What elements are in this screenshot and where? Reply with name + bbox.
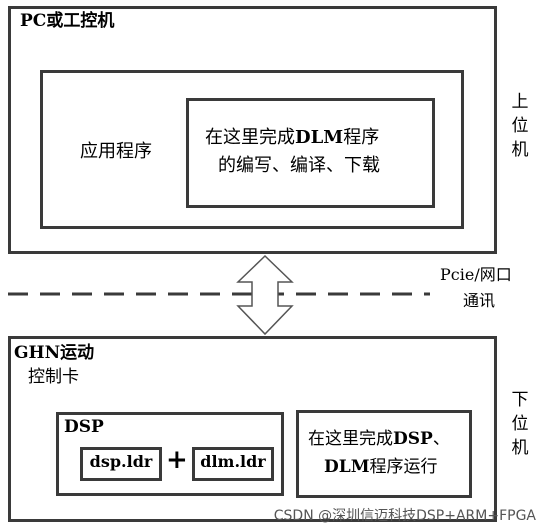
- run-line1-suffix: 、: [432, 429, 450, 449]
- upper-side-char-1: 上: [511, 92, 529, 112]
- lower-side-char-1: 下: [511, 390, 529, 410]
- upper-side-label: 上 位 机: [509, 90, 531, 162]
- dlm-dev-line1: 在这里完成DLM程序: [205, 127, 380, 149]
- lower-side-char-3: 机: [511, 438, 529, 458]
- link-label-line2: 通讯: [463, 291, 496, 310]
- upper-side-char-3: 机: [511, 140, 529, 160]
- dlm-dev-line2: 的编写、编译、下载: [218, 155, 380, 176]
- application-label: 应用程序: [80, 141, 152, 162]
- upper-side-char-2: 位: [511, 116, 529, 136]
- dlm-dev-line1-bold: DLM: [295, 127, 344, 148]
- plus-sign: +: [166, 445, 188, 475]
- run-box: [296, 410, 472, 498]
- run-line1: 在这里完成DSP、: [308, 429, 450, 450]
- run-line2-suffix: 程序运行: [369, 457, 438, 477]
- dlm-ldr-label: dlm.ldr: [200, 452, 266, 471]
- dlm-ldr-box: [192, 447, 274, 481]
- lower-side-char-2: 位: [511, 414, 529, 434]
- run-line1-prefix: 在这里完成: [308, 429, 393, 449]
- lower-machine-title-line1: GHN运动: [14, 343, 95, 363]
- run-line2: DLM程序运行: [324, 457, 438, 478]
- watermark: CSDN @深圳信迈科技DSP+ARM+FPGA: [273, 507, 536, 524]
- run-line2-bold: DLM: [324, 457, 370, 477]
- dsp-ldr-box: [80, 447, 162, 481]
- lower-machine-title-line2: 控制卡: [28, 367, 79, 387]
- link-label-line1: Pcie/网口: [440, 265, 512, 284]
- dlm-dev-line1-suffix: 程序: [343, 127, 380, 148]
- run-line1-bold: DSP: [393, 429, 433, 449]
- dlm-dev-box: [186, 98, 435, 208]
- bidirectional-arrow-icon: [236, 254, 294, 336]
- lower-side-label: 下 位 机: [509, 388, 531, 460]
- upper-machine-title: PC或工控机: [20, 11, 115, 31]
- dsp-label: DSP: [64, 417, 104, 437]
- dlm-dev-line1-prefix: 在这里完成: [205, 127, 295, 148]
- dsp-ldr-label: dsp.ldr: [89, 452, 153, 471]
